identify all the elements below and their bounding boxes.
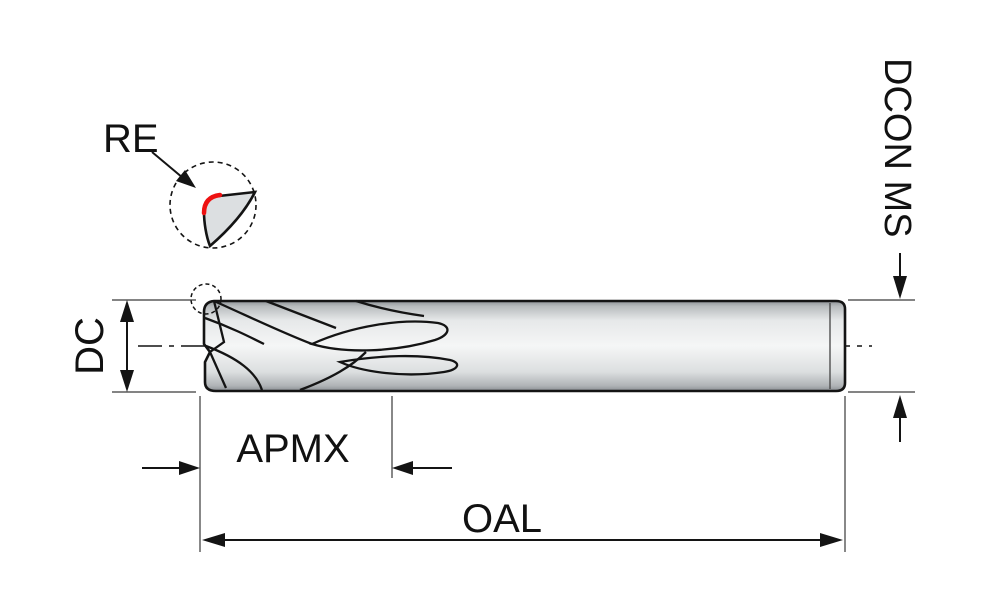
flute-runout-lower [336, 354, 459, 376]
detail-circle [169, 161, 257, 249]
re-label: RE [103, 117, 159, 161]
apmx-dimension [142, 396, 452, 552]
end-face-edges [208, 300, 228, 389]
end-mill-body [202, 299, 847, 393]
corner-radius-arc [201, 192, 223, 216]
dc-label: DC [68, 317, 112, 375]
dcon-ms-label: DCON MS [876, 58, 918, 237]
dc-dimension [112, 299, 196, 393]
re-leader-arrowhead [176, 170, 196, 188]
apmx-label: APMX [236, 427, 349, 471]
re-leader-line [151, 151, 184, 179]
oal-label: OAL [462, 497, 542, 541]
corner-radius-marker-circle [190, 283, 222, 315]
oal-dimension [202, 396, 846, 552]
flute-runout-upper [308, 320, 449, 352]
corner-radius-detail [151, 151, 258, 249]
dcon-dimension [848, 253, 915, 442]
flute-curves [204, 299, 459, 392]
